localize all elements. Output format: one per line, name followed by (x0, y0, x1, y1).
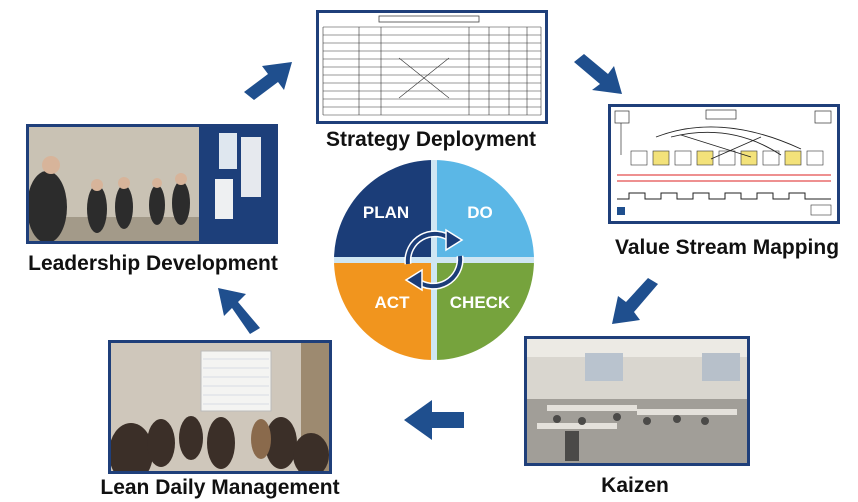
arrow-to-vsm-icon (574, 54, 622, 94)
act-label: ACT (375, 293, 411, 312)
strategy-deployment-label: Strategy Deployment (325, 128, 537, 151)
leadership-development-label: Leadership Development (28, 252, 278, 275)
strategy-table-graphic (322, 15, 542, 116)
check-label: CHECK (450, 293, 511, 312)
do-label: DO (467, 203, 493, 222)
arrow-to-strategy-icon (244, 62, 292, 100)
value-stream-mapping-label: Value Stream Mapping (614, 236, 840, 259)
plan-label: PLAN (363, 203, 409, 222)
lean-daily-management-photo (108, 340, 332, 474)
arrow-to-ldm-icon (404, 400, 464, 440)
arrow-to-leadership-icon (218, 288, 260, 334)
ldm-scene (111, 343, 329, 471)
kaizen-label: Kaizen (601, 474, 669, 497)
leadership-scene (29, 127, 275, 241)
pdca-cycle: PLAN DO ACT CHECK (334, 160, 534, 360)
leadership-development-photo (26, 124, 278, 244)
kaizen-photo (524, 336, 750, 466)
kaizen-scene (527, 339, 747, 463)
strategy-deployment-image (316, 10, 548, 124)
vsm-graphic (614, 109, 832, 216)
lean-daily-management-label: Lean Daily Management (100, 476, 340, 499)
value-stream-map-image (608, 104, 840, 224)
arrow-to-kaizen-icon (612, 278, 658, 324)
